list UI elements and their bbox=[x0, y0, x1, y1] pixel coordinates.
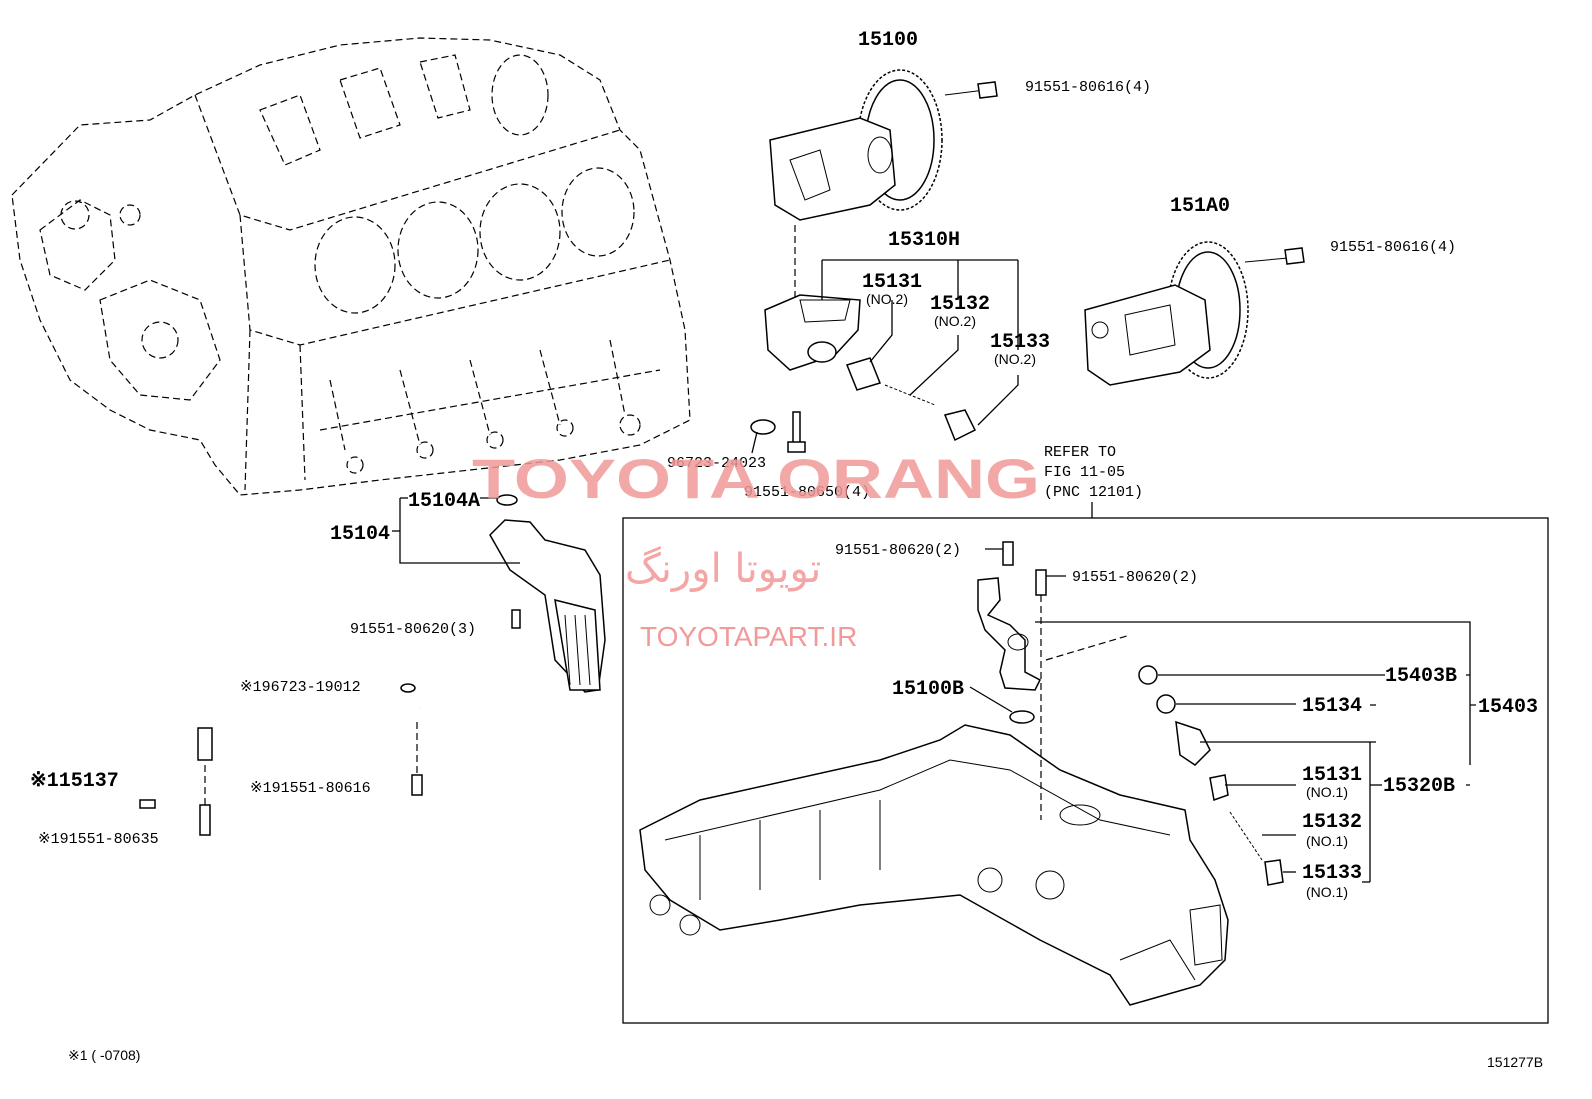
oil-pipe-15137-drawing bbox=[139, 683, 423, 836]
label-15133-no1-note: (NO.1) bbox=[1306, 884, 1348, 900]
refer-line-2: FIG 11-05 bbox=[1044, 464, 1125, 481]
watermark-persian: تویوتا اورنگ bbox=[625, 546, 821, 592]
label-bolt-80620-2b: 91551-80620(2) bbox=[1072, 569, 1198, 586]
label-15134: 15134 bbox=[1302, 695, 1362, 718]
label-15133-no2: 15133 bbox=[990, 331, 1050, 354]
oil-strainer-15104-drawing bbox=[392, 494, 606, 693]
oil-pump-15100-drawing bbox=[769, 69, 998, 300]
label-15100B: 15100B bbox=[892, 678, 964, 701]
label-15132-no2: 15132 bbox=[930, 293, 990, 316]
relief-valve-set-15310H-drawing bbox=[750, 259, 1019, 454]
label-gasket-96723: 96723-24023 bbox=[667, 455, 766, 472]
label-15132-no1-note: (NO.1) bbox=[1306, 833, 1348, 849]
label-bolt-80620-3: 91551-80620(3) bbox=[350, 621, 476, 638]
label-15131-no1: 15131 bbox=[1302, 764, 1362, 787]
label-15320B: 15320B bbox=[1383, 775, 1455, 798]
label-15131-no2: 15131 bbox=[862, 271, 922, 294]
footnote: ※1 ( -0708) bbox=[68, 1047, 140, 1063]
label-15137: ※115137 bbox=[30, 770, 119, 793]
label-15310H: 15310H bbox=[888, 229, 960, 252]
oil-pump-151A0-drawing bbox=[1084, 241, 1305, 386]
label-15104A: 15104A bbox=[408, 490, 480, 513]
part-labels: 15100 91551-80616(4) 151A0 91551-80616(4… bbox=[30, 29, 1543, 1070]
label-bolt-80635: ※191551-80635 bbox=[38, 831, 159, 848]
label-15100: 15100 bbox=[858, 29, 918, 52]
label-15133-no2-note: (NO.2) bbox=[994, 351, 1036, 367]
label-bolt-right: 91551-80616(4) bbox=[1330, 239, 1456, 256]
label-15132-no2-note: (NO.2) bbox=[934, 313, 976, 329]
label-bolt-80616-s: ※191551-80616 bbox=[250, 780, 371, 797]
refer-line-3: (PNC 12101) bbox=[1044, 484, 1143, 501]
label-bolt-top: 91551-80616(4) bbox=[1025, 79, 1151, 96]
label-15131-no1-note: (NO.1) bbox=[1306, 784, 1348, 800]
label-151A0: 151A0 bbox=[1170, 195, 1230, 218]
refer-line-1: REFER TO bbox=[1044, 444, 1116, 461]
watermark: TOYOTA ORANG تویوتا اورنگ TOYOTAPART.IR bbox=[472, 447, 1040, 652]
label-15133-no1: 15133 bbox=[1302, 862, 1362, 885]
engine-block-drawing bbox=[11, 37, 691, 496]
label-bolt-80650: 91551-80650(4) bbox=[744, 484, 870, 501]
figure-code: 151277B bbox=[1487, 1054, 1543, 1070]
label-15403: 15403 bbox=[1478, 696, 1538, 719]
label-15104: 15104 bbox=[330, 523, 390, 546]
label-bolt-80620-2a: 91551-80620(2) bbox=[835, 542, 961, 559]
watermark-url: TOYOTAPART.IR bbox=[640, 621, 857, 652]
watermark-brand: TOYOTA ORANG bbox=[472, 447, 1040, 510]
label-15403B: 15403B bbox=[1385, 665, 1457, 688]
label-15132-no1: 15132 bbox=[1302, 811, 1362, 834]
oil-pan-drawing bbox=[622, 502, 1549, 1024]
label-15131-no2-note: (NO.2) bbox=[866, 291, 908, 307]
label-gasket-19012: ※196723-19012 bbox=[240, 679, 361, 696]
